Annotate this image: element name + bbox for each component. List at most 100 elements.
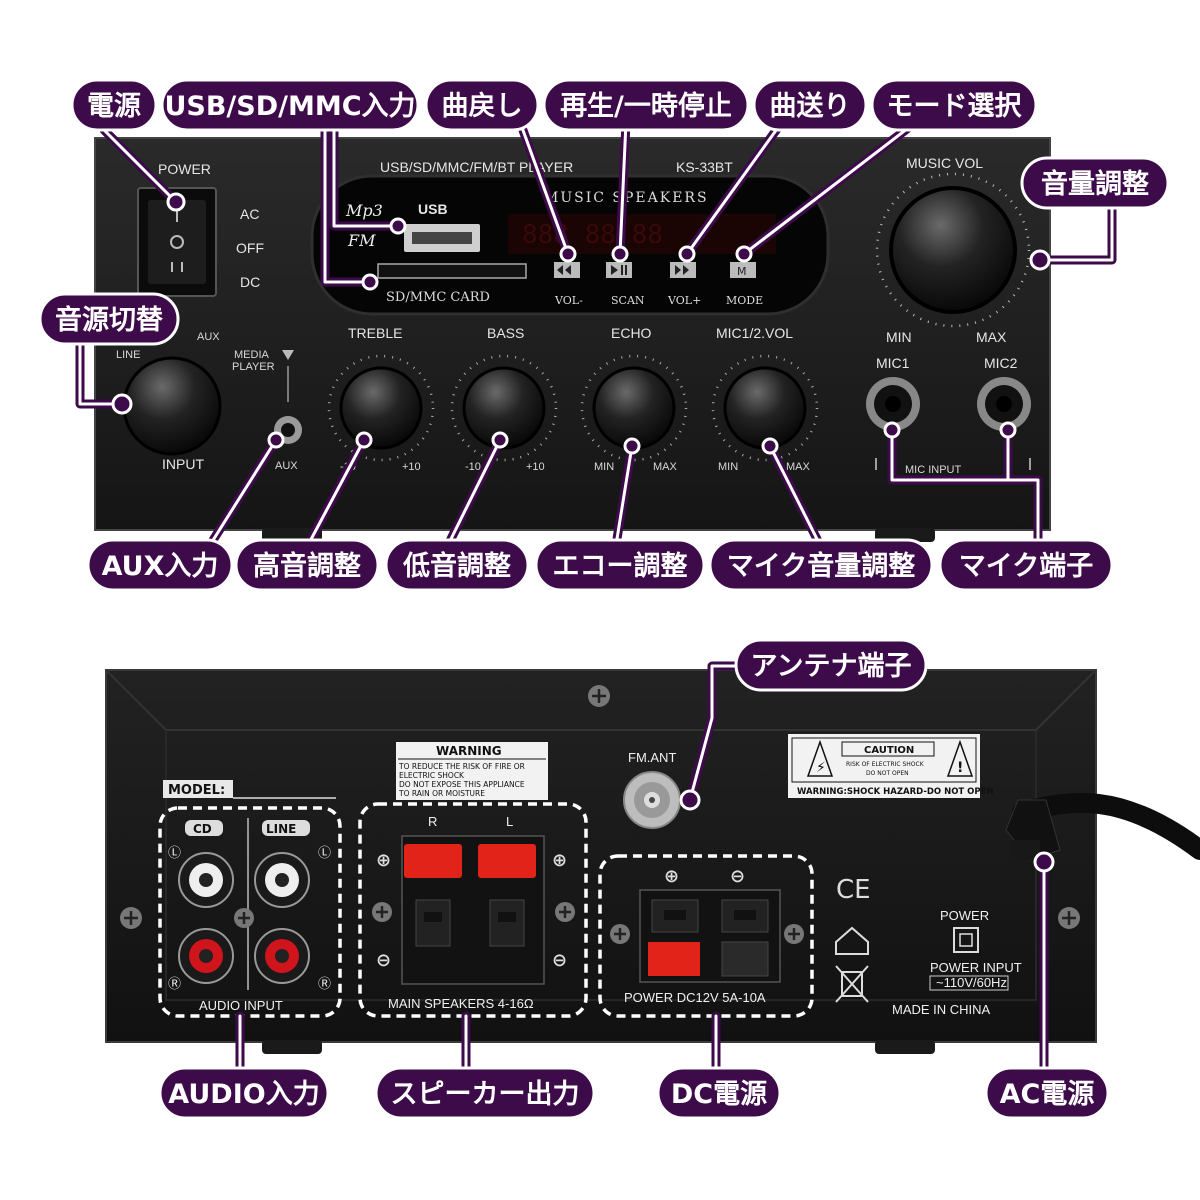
svg-text:!: ! [957, 760, 963, 776]
mode-button[interactable]: M [730, 262, 756, 278]
svg-text:WARNING:SHOCK HAZARD-DO NOT OP: WARNING:SHOCK HAZARD-DO NOT OPEN [797, 787, 994, 797]
callout-play-pause: 再生/一時停止 [542, 78, 750, 132]
prev-button-label: VOL- [554, 294, 583, 307]
input-player-label: PLAYER [232, 361, 275, 373]
rear-panel: MODEL: CD LINE Ⓛ Ⓛ Ⓡ Ⓡ AUDIO [105, 669, 1200, 1054]
svg-text:アンテナ端子: アンテナ端子 [751, 651, 912, 682]
echo-knob[interactable] [592, 366, 676, 450]
svg-text:マイク音量調整: マイク音量調整 [727, 550, 915, 582]
line-label: LINE [266, 822, 296, 836]
mode-button-label: MODE [726, 294, 763, 307]
input-selector-knob[interactable] [122, 356, 222, 456]
screw-icon [234, 908, 254, 928]
switch-ac-label: AC [240, 206, 259, 222]
audio-input-label: AUDIO INPUT [199, 998, 283, 1013]
svg-text:⊕: ⊕ [376, 850, 391, 871]
svg-text:AUDIO入力: AUDIO入力 [168, 1079, 319, 1110]
svg-text:⊕: ⊕ [552, 850, 567, 871]
callout-mic-vol: マイク音量調整 [708, 538, 934, 592]
power-button-icon [953, 927, 979, 953]
play-pause-button[interactable] [606, 262, 632, 278]
cd-right-rca-jack[interactable] [178, 928, 234, 984]
mic1-jack[interactable] [866, 377, 920, 431]
media-display-unit: Mp3 FM USB SD/MMC CARD MUSIC SPEAKERS 88… [310, 174, 830, 316]
fm-logo: FM [347, 231, 376, 250]
callout-next: 曲送り [752, 78, 868, 132]
svg-text:AUX入力: AUX入力 [102, 551, 219, 582]
mic1-label: MIC1 [876, 355, 910, 371]
line-right-rca-jack[interactable] [254, 928, 310, 984]
callout-echo: エコー調整 [534, 538, 706, 592]
svg-text:音源切替: 音源切替 [55, 304, 164, 336]
speaker-l-terminal[interactable] [478, 844, 536, 947]
dc-negative-terminal[interactable] [721, 899, 769, 977]
sd-card-label: SD/MMC CARD [386, 290, 490, 305]
mic2-jack[interactable] [977, 377, 1031, 431]
svg-text:電源: 電源 [87, 91, 141, 122]
screw-icon [120, 907, 142, 929]
aux-jack-label: AUX [275, 460, 298, 472]
usb-label: USB [418, 201, 448, 217]
power-input-label: POWER INPUT [930, 960, 1022, 975]
echo-label: ECHO [611, 325, 652, 341]
callout-antenna: アンテナ端子 [734, 638, 928, 692]
svg-text:⚡: ⚡ [816, 760, 826, 776]
callout-bass: 低音調整 [384, 538, 530, 592]
screw-icon [1058, 907, 1080, 929]
callout-dc-power: DC電源 [656, 1066, 782, 1120]
callout-ac-power: AC電源 [984, 1066, 1110, 1120]
bass-label: BASS [487, 325, 524, 341]
switch-dc-label: DC [240, 274, 260, 290]
line-left-rca-jack[interactable] [254, 852, 310, 908]
fm-antenna-jack[interactable] [623, 771, 681, 829]
svg-text:エコー調整: エコー調整 [553, 550, 688, 582]
rear-callout-lines [235, 661, 1055, 1077]
dc-positive-terminal[interactable] [648, 899, 700, 976]
svg-text:⊕: ⊕ [664, 866, 679, 887]
svg-text:再生/一時停止: 再生/一時停止 [560, 90, 732, 122]
echo-max-label: MAX [653, 461, 678, 473]
speaker-r-terminal[interactable] [404, 844, 462, 947]
treble-knob[interactable] [339, 366, 423, 450]
mic-min-label: MIN [718, 461, 738, 473]
callout-prev: 曲戻し [424, 78, 540, 132]
dc-power-highlight [598, 854, 814, 1018]
fm-ant-label: FM.ANT [628, 750, 676, 765]
callout-mode: モード選択 [870, 78, 1038, 132]
svg-text:Ⓛ: Ⓛ [318, 846, 331, 861]
svg-text:WARNING: WARNING [436, 744, 502, 758]
power-label-rear: POWER [940, 908, 989, 923]
power-dc-label: POWER DC12V 5A-10A [624, 990, 766, 1005]
house-icon [835, 926, 869, 955]
made-in-label: MADE IN CHINA [892, 1002, 991, 1017]
music-volume-knob[interactable] [889, 186, 1017, 314]
caution-label: ⚡ ! CAUTION RISK OF ELECTRIC SHOCK DO NO… [788, 734, 994, 798]
sd-card-slot[interactable] [377, 263, 527, 279]
svg-text:DO NOT EXPOSE THIS APPLIANCE: DO NOT EXPOSE THIS APPLIANCE [399, 780, 525, 789]
svg-text:USB/SD/MMC入力: USB/SD/MMC入力 [164, 91, 415, 122]
svg-text:⊖: ⊖ [376, 950, 391, 971]
prev-button[interactable] [554, 262, 580, 278]
svg-text:Ⓛ: Ⓛ [168, 846, 181, 861]
weee-bin-icon [835, 965, 869, 1003]
ce-mark: CE [836, 875, 871, 905]
audio-input-highlight [158, 806, 342, 1018]
power-switch[interactable] [137, 187, 217, 297]
cd-left-rca-jack[interactable] [178, 852, 234, 908]
svg-text:AC電源: AC電源 [1000, 1079, 1095, 1110]
speaker-l-label: L [506, 814, 513, 829]
bass-knob[interactable] [462, 366, 546, 450]
callout-speaker-out: スピーカー出力 [374, 1066, 596, 1120]
scan-button-label: SCAN [611, 294, 645, 307]
mic-vol-knob[interactable] [723, 366, 807, 450]
callout-volume: 音量調整 [1020, 156, 1170, 210]
front-panel: USB/SD/MMC/FM/BT PLAYER KS-33BT POWER AC… [94, 137, 1051, 542]
vol-max-label: MAX [976, 329, 1007, 345]
power-label: POWER [158, 161, 211, 177]
svg-text:RISK OF ELECTRIC SHOCK: RISK OF ELECTRIC SHOCK [846, 761, 925, 768]
next-button[interactable] [670, 262, 696, 278]
svg-text:TO REDUCE THE RISK OF FIRE OR: TO REDUCE THE RISK OF FIRE OR [398, 762, 525, 771]
next-button-label: VOL+ [667, 294, 701, 307]
screw-icon [372, 902, 392, 922]
speaker-r-label: R [428, 814, 437, 829]
